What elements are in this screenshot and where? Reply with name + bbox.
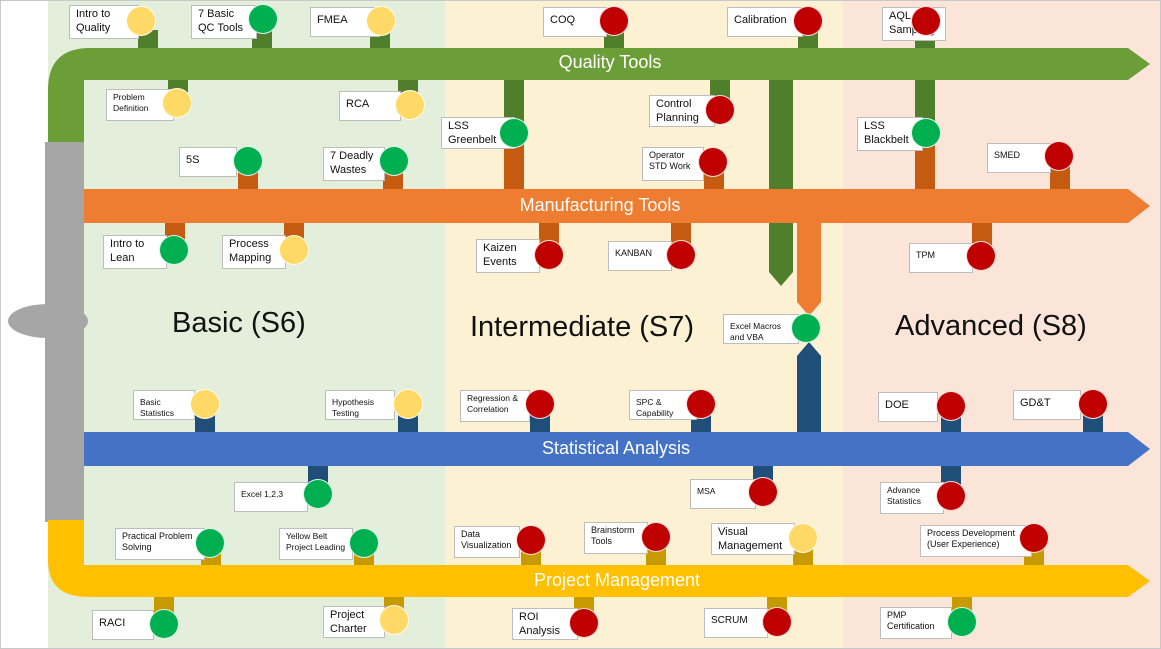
node-stem [252,30,272,50]
node-label: Yellow Belt Project Leading [279,528,353,560]
status-green-icon [947,607,977,637]
status-red-icon [762,607,792,637]
node-label: SPC & Capability [629,390,697,420]
node-label: SMED [987,143,1051,173]
status-red-icon [1044,141,1074,171]
node-label: TPM [909,243,973,273]
level-title-advanced: Advanced (S8) [895,310,1087,342]
branch-quality-to-vba [769,80,793,286]
status-red-icon [686,389,716,419]
track-project-management [48,520,1150,597]
status-yellow-icon [788,523,818,553]
status-green-icon [379,146,409,176]
node-label: RACI [92,610,154,640]
node-label: COQ [543,7,607,37]
branch-vba-to-statistical [797,342,821,432]
status-green-icon [195,528,225,558]
node-label: Practical Problem Solving [115,528,205,560]
status-yellow-icon [379,605,409,635]
node-label: MSA [690,479,756,509]
status-red-icon [936,481,966,511]
status-red-icon [569,608,599,638]
node-label: PMP Certification [880,607,952,639]
node-label: Advance Statistics [880,482,944,514]
node-label: GD&T [1013,390,1081,420]
node-label: Project Charter [323,606,385,638]
connector-bar-cap [45,142,84,160]
track-label-manufacturing-tools: Manufacturing Tools [519,195,681,215]
status-green-icon [159,235,189,265]
track-manufacturing-tools [84,189,1150,223]
node-label: ROI Analysis [512,608,578,640]
node-label: Visual Management [711,523,795,555]
status-red-icon [966,241,996,271]
branch-manufacturing-to-vba [797,223,821,316]
node-label: RCA [339,91,401,121]
status-yellow-icon [395,90,425,120]
status-red-icon [793,6,823,36]
node-label: Operator STD Work [642,147,704,181]
status-green-icon [349,528,379,558]
status-red-icon [599,6,629,36]
node-label: Kaizen Events [476,239,540,273]
node-label: DOE [878,392,938,422]
status-green-icon [233,146,263,176]
node-label: Data Visualization [454,526,520,558]
node-label: Process Mapping [222,235,286,269]
level-title-intermediate: Intermediate (S7) [470,311,695,343]
status-red-icon [1019,523,1049,553]
node-label: Brainstorm Tools [584,522,648,554]
node-label: Regression & Correlation [460,390,530,422]
node-label: Calibration [727,7,803,37]
node-label: Intro to Quality [69,5,139,39]
status-red-icon [698,147,728,177]
status-green-icon [911,118,941,148]
node-label: Control Planning [649,95,715,127]
track-label-statistical-analysis: Statistical Analysis [541,438,691,458]
node-label: Intro to Lean [103,235,167,269]
track-label-project-management: Project Management [533,570,701,590]
status-red-icon [936,391,966,421]
node-label: 7 Basic QC Tools [191,5,257,39]
status-green-icon [149,609,179,639]
node-label: Excel Macros and VBA [723,314,799,344]
level-title-basic: Basic (S6) [172,307,306,339]
node-label: 5S [179,147,237,177]
status-red-icon [911,6,941,36]
status-green-icon [248,4,278,34]
status-red-icon [1078,389,1108,419]
status-green-icon [499,118,529,148]
node-label: 7 Deadly Wastes [323,147,385,181]
node-label: LSS Blackbelt [857,117,923,151]
status-yellow-icon [126,6,156,36]
track-quality-tools [48,48,1150,142]
track-statistical-analysis [84,432,1150,466]
status-red-icon [748,477,778,507]
status-green-icon [303,479,333,509]
node-label: Hypothesis Testing [325,390,395,420]
node-label: KANBAN [608,241,672,271]
status-red-icon [666,240,696,270]
node-label: Excel 1,2,3 [234,482,308,512]
status-yellow-icon [279,235,309,265]
node-label: Process Development (User Experience) [920,525,1032,557]
status-yellow-icon [393,389,423,419]
node-label: SCRUM [704,608,768,638]
status-yellow-icon [190,389,220,419]
connector-bar [45,142,84,522]
status-red-icon [525,389,555,419]
status-yellow-icon [366,6,396,36]
status-red-icon [705,95,735,125]
status-red-icon [516,525,546,555]
track-label-quality-tools: Quality Tools [558,52,662,72]
status-red-icon [534,240,564,270]
node-label: Basic Statistics [133,390,195,420]
status-red-icon [641,522,671,552]
status-green-icon [791,313,821,343]
status-yellow-icon [162,88,192,118]
